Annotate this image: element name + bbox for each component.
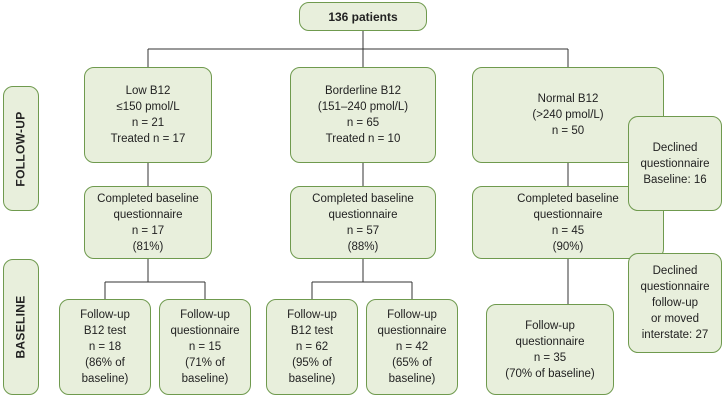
declined-line: or moved xyxy=(651,313,699,325)
followup-line: Follow-up xyxy=(525,319,575,332)
declined-line: follow-up xyxy=(651,297,699,309)
followup-line: (95% of xyxy=(292,357,332,369)
group-line: n = 21 xyxy=(131,117,165,129)
followup-side-label: FOLLOW-UP xyxy=(3,86,39,211)
followup-line: Follow-up xyxy=(80,309,130,321)
followup-line: Follow-up xyxy=(387,309,437,321)
followup-questionnaire-normal: Follow-up questionnaire n = 35 (70% of b… xyxy=(486,304,614,395)
baseline-line: n = 17 xyxy=(131,224,165,237)
group-box-low: Low B12 ≤150 pmol/L n = 21 Treated n = 1… xyxy=(84,67,212,163)
followup-line: baseline) xyxy=(388,373,436,385)
followup-b12-test-borderline: Follow-up B12 test n = 62 (95% of baseli… xyxy=(266,299,358,395)
followup-line: B12 test xyxy=(83,325,127,337)
followup-line: (86% of xyxy=(85,357,125,369)
group-line: n = 65 xyxy=(346,117,380,129)
followup-line: (70% of baseline) xyxy=(505,367,595,380)
declined-line: questionnaire xyxy=(640,157,710,170)
baseline-line: (90%) xyxy=(552,240,584,253)
followup-line: questionnaire xyxy=(170,325,240,337)
baseline-line: questionnaire xyxy=(533,208,603,221)
root-label: 136 patients xyxy=(328,9,398,24)
declined-line: Baseline: 16 xyxy=(643,173,707,186)
root-patients-box: 136 patients xyxy=(299,2,427,31)
declined-baseline-box: Declined questionnaire Baseline: 16 xyxy=(628,116,722,211)
baseline-line: n = 57 xyxy=(346,224,380,237)
baseline-side-label: BASELINE xyxy=(3,259,39,395)
group-line: Borderline B12 xyxy=(324,85,402,97)
followup-line: (65% of xyxy=(392,357,432,369)
baseline-side-text: BASELINE xyxy=(14,295,29,359)
baseline-line: Completed baseline xyxy=(97,192,199,205)
group-line: Treated n = 17 xyxy=(110,133,186,145)
followup-questionnaire-low: Follow-up questionnaire n = 15 (71% of b… xyxy=(159,299,251,395)
baseline-box-low: Completed baseline questionnaire n = 17 … xyxy=(84,186,212,259)
baseline-box-borderline: Completed baseline questionnaire n = 57 … xyxy=(290,186,436,259)
declined-line: interstate: 27 xyxy=(641,329,709,341)
followup-line: Follow-up xyxy=(287,309,337,321)
group-box-borderline: Borderline B12 (151–240 pmol/L) n = 65 T… xyxy=(290,67,436,163)
group-line: ≤150 pmol/L xyxy=(116,101,180,113)
followup-line: n = 15 xyxy=(188,341,222,353)
followup-line: baseline) xyxy=(81,373,129,385)
followup-line: baseline) xyxy=(181,373,229,385)
followup-line: n = 18 xyxy=(88,341,122,353)
followup-side-text: FOLLOW-UP xyxy=(14,110,28,187)
group-line: Low B12 xyxy=(125,85,171,97)
followup-line: n = 42 xyxy=(395,341,429,353)
followup-line: n = 62 xyxy=(295,341,329,353)
declined-line: Declined xyxy=(652,265,698,277)
followup-line: n = 35 xyxy=(533,351,567,364)
declined-line: questionnaire xyxy=(640,281,710,293)
baseline-line: Completed baseline xyxy=(312,192,414,205)
group-line: n = 50 xyxy=(551,125,585,137)
baseline-line: questionnaire xyxy=(328,208,398,221)
followup-line: baseline) xyxy=(288,373,336,385)
followup-questionnaire-borderline: Follow-up questionnaire n = 42 (65% of b… xyxy=(366,299,458,395)
group-line: (151–240 pmol/L) xyxy=(317,101,409,113)
baseline-line: (81%) xyxy=(132,240,164,253)
group-line: Treated n = 10 xyxy=(325,133,401,145)
followup-line: B12 test xyxy=(290,325,334,337)
declined-line: Declined xyxy=(652,141,698,154)
declined-followup-box: Declined questionnaire follow-up or move… xyxy=(628,253,722,353)
group-line: Normal B12 xyxy=(537,93,599,105)
group-line: (>240 pmol/L) xyxy=(532,109,604,121)
followup-line: (71% of xyxy=(185,357,225,369)
baseline-line: questionnaire xyxy=(113,208,183,221)
followup-line: questionnaire xyxy=(377,325,447,337)
followup-line: questionnaire xyxy=(515,335,585,348)
baseline-line: Completed baseline xyxy=(517,192,619,205)
followup-line: Follow-up xyxy=(180,309,230,321)
baseline-line: n = 45 xyxy=(551,224,585,237)
baseline-line: (88%) xyxy=(347,240,379,253)
followup-b12-test-low: Follow-up B12 test n = 18 (86% of baseli… xyxy=(59,299,151,395)
